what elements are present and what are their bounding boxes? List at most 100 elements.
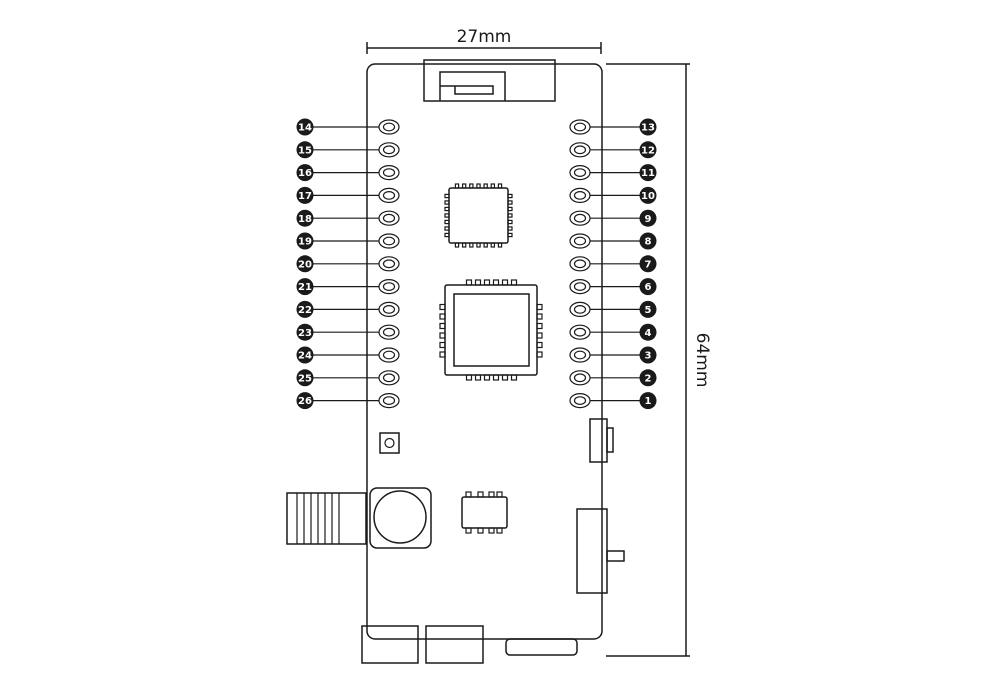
chip-pad — [439, 351, 446, 358]
pin-badge — [639, 300, 657, 318]
width-label: 27mm — [457, 27, 512, 47]
pin-badge — [639, 232, 657, 250]
pin-badge — [639, 392, 657, 410]
pin-5: 5 — [569, 300, 657, 318]
pin-hole — [573, 259, 587, 269]
chip-pad — [492, 279, 500, 286]
pin-number: 6 — [645, 282, 652, 293]
pin-pad — [378, 187, 400, 203]
chip-pad — [497, 183, 503, 189]
pin-number: 26 — [298, 396, 312, 407]
pin-1: 1 — [569, 392, 657, 410]
chip-pad — [454, 183, 460, 189]
pin-hole — [382, 373, 396, 383]
pin-19: 19 — [296, 232, 400, 250]
chip-pad — [476, 183, 481, 189]
chip-pad — [507, 193, 513, 199]
bottom-connectors — [361, 625, 578, 664]
pin-pad — [378, 233, 400, 249]
pin-25: 25 — [296, 369, 400, 387]
pin-pad — [569, 347, 591, 363]
pin-badge — [296, 141, 314, 159]
pin-pad — [569, 142, 591, 158]
pin-hole — [573, 282, 587, 292]
pin-hole — [382, 145, 396, 155]
chip-pad — [507, 200, 513, 205]
pin-hole — [573, 396, 587, 406]
pin-number: 18 — [298, 214, 312, 225]
pin-pad — [569, 279, 591, 295]
chip-pad — [510, 279, 518, 286]
pin-20: 20 — [296, 255, 400, 273]
chip-pad — [465, 374, 473, 381]
pin-hole — [573, 327, 587, 337]
pin-hole — [382, 327, 396, 337]
pin-hole — [573, 122, 587, 132]
pin-number: 21 — [298, 282, 312, 293]
pin-badge — [296, 232, 314, 250]
pin-17: 17 — [296, 186, 400, 204]
pin-number: 24 — [298, 351, 312, 362]
chip-pad — [469, 242, 474, 248]
pin-pad — [569, 370, 591, 386]
pin-6: 6 — [569, 278, 657, 296]
pin-number: 20 — [298, 259, 312, 270]
chip-pad — [469, 183, 474, 189]
chip-pad — [536, 322, 543, 330]
pin-number: 3 — [645, 351, 652, 362]
chip-pad — [536, 332, 543, 339]
pin-hole — [573, 213, 587, 223]
pin-badge — [639, 118, 657, 136]
pin-badge — [639, 278, 657, 296]
pin-number: 11 — [641, 168, 655, 179]
pin-pad — [569, 393, 591, 409]
pin-hole — [382, 236, 396, 246]
pin-pad — [569, 301, 591, 317]
pin-hole — [382, 350, 396, 360]
pin-hole — [382, 122, 396, 132]
chip-pad — [507, 226, 513, 231]
chip-pad — [492, 374, 500, 381]
pin-pad — [569, 324, 591, 340]
pin-number: 15 — [298, 145, 312, 156]
chip-pad — [439, 303, 446, 311]
pin-14: 14 — [296, 118, 400, 136]
pin-10: 10 — [569, 186, 657, 204]
pin-2: 2 — [569, 369, 657, 387]
pin-number: 22 — [298, 305, 312, 316]
pin-22: 22 — [296, 300, 400, 318]
chip-pad — [461, 242, 467, 248]
chip-pad — [507, 232, 513, 238]
chip-pad — [474, 374, 482, 381]
pin-badge — [639, 186, 657, 204]
soic-chip — [461, 491, 508, 534]
pin-number: 23 — [298, 328, 312, 339]
pin-badge — [296, 186, 314, 204]
pin-pad — [378, 324, 400, 340]
pin-16: 16 — [296, 164, 400, 182]
pin-badge — [296, 164, 314, 182]
pin-hole — [382, 168, 396, 178]
pin-hole — [573, 190, 587, 200]
pin-23: 23 — [296, 323, 400, 341]
pin-15: 15 — [296, 141, 400, 159]
pin-hole — [573, 305, 587, 314]
chip-pad — [474, 279, 482, 286]
pin-hole — [382, 396, 396, 406]
pin-badge — [296, 278, 314, 296]
chip-pad — [454, 242, 460, 248]
pin-hole — [573, 373, 587, 383]
height-label: 64mm — [692, 333, 712, 388]
pin-4: 4 — [569, 323, 657, 341]
chip-pad — [476, 242, 481, 248]
pin-badge — [639, 209, 657, 227]
pin-badge — [639, 141, 657, 159]
antenna — [423, 59, 556, 102]
chip-pad — [483, 374, 491, 381]
pin-badge — [296, 369, 314, 387]
pin-hole — [382, 305, 396, 314]
pin-24: 24 — [296, 346, 400, 364]
pin-9: 9 — [569, 209, 657, 227]
pin-number: 16 — [298, 168, 312, 179]
